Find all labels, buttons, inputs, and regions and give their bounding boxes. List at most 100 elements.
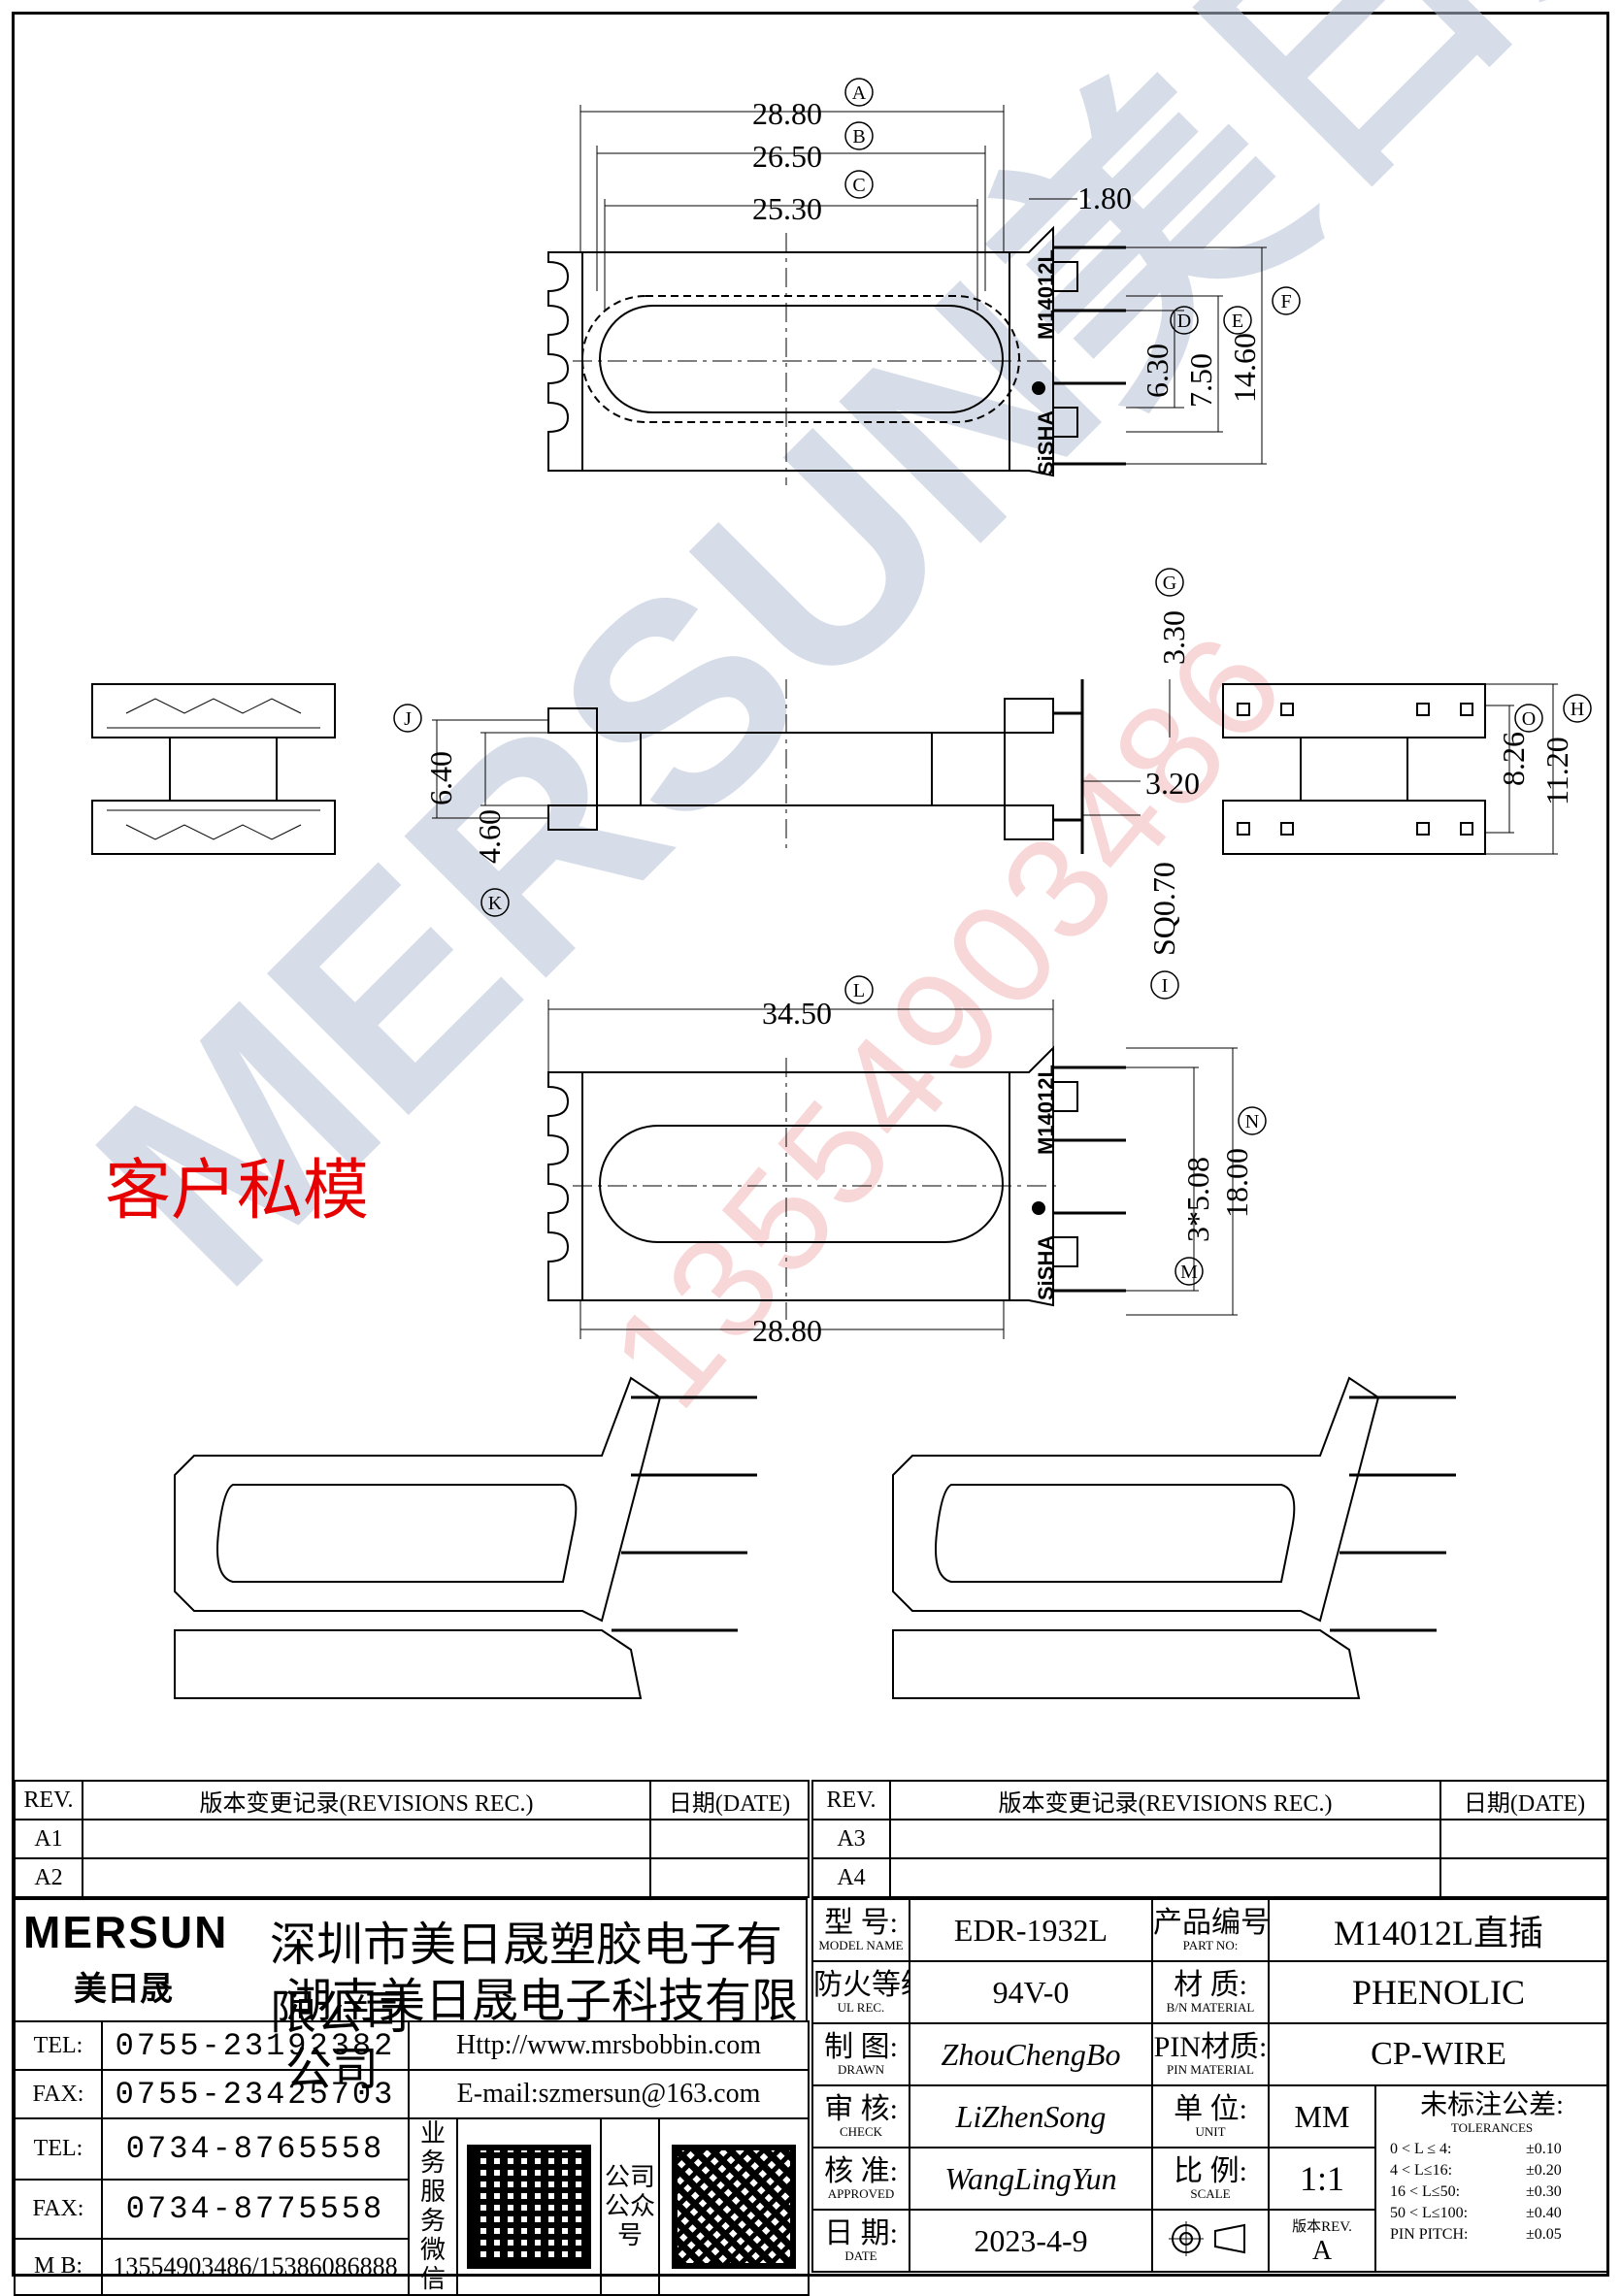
projection-symbol <box>1151 2209 1270 2273</box>
tolerance-range: 50 < L≤100: <box>1390 2205 1469 2221</box>
rev-col-header: REV. <box>14 1780 83 1820</box>
approved-label: 核 准:APPROVED <box>811 2147 910 2211</box>
mobile-label: M B: <box>14 2237 103 2296</box>
qr-code-icon <box>672 2145 796 2269</box>
dim-320: 3.20 <box>1145 766 1200 801</box>
right-end-view <box>1222 683 1558 855</box>
spec-table: 型 号:MODEL NAME EDR-1932L 产品编号:PART NO: M… <box>811 1898 1610 2273</box>
model-value: EDR-1932L <box>909 1898 1153 1962</box>
dim-b: 26.50 <box>752 139 822 174</box>
bottom-view <box>547 1000 1238 1339</box>
qr-wechat[interactable] <box>456 2117 602 2296</box>
tel2-label: TEL: <box>14 2117 103 2181</box>
material-label: 材 质:B/N MATERIAL <box>1151 1960 1270 2024</box>
drawing-frame <box>12 12 1609 2277</box>
tel2-number: 0734-8765558 <box>101 2117 410 2181</box>
dim-pin-offset: 1.80 <box>1077 180 1132 215</box>
dim-f: 14.60 <box>1227 333 1262 403</box>
fax1-number: 0755-23425703 <box>101 2069 410 2119</box>
dim-e: 7.50 <box>1183 353 1218 408</box>
label-g: G <box>1163 573 1176 594</box>
top-brand-mark: SiSHA <box>1034 410 1058 476</box>
scale-label: 比 例:SCALE <box>1151 2147 1270 2211</box>
revision-table-right: REV. 版本变更记录(REVISIONS REC.) 日期(DATE) A3 … <box>811 1780 1609 1898</box>
left-end-view <box>91 683 336 855</box>
dim-l: 34.50 <box>762 996 832 1031</box>
tolerances-sub: TOLERANCES <box>1450 2120 1534 2135</box>
drawn-value: ZhouChengBo <box>909 2022 1153 2086</box>
part-label: 产品编号:PART NO: <box>1151 1898 1270 1962</box>
label-e: E <box>1232 311 1243 332</box>
fax2-number: 0734-8775558 <box>101 2179 410 2240</box>
tolerance-value: ±0.40 <box>1526 2205 1562 2221</box>
label-k: K <box>488 893 503 914</box>
email[interactable]: E-mail:szmersun@163.com <box>407 2069 810 2119</box>
company-logo-cn: 美日晟 <box>74 1970 173 2009</box>
scale-value: 1:1 <box>1268 2147 1376 2211</box>
rev-row-a2: A2 <box>14 1857 83 1898</box>
tolerance-row: 50 < L≤100: ±0.40 <box>1390 2203 1606 2224</box>
revision-table-left: REV. 版本变更记录(REVISIONS REC.) 日期(DATE) A1 … <box>14 1780 810 1898</box>
contact-table: TEL: 0755-23192382 Http://www.mrsbobbin.… <box>14 2020 810 2296</box>
rev-record-header: 版本变更记录(REVISIONS REC.) <box>82 1780 651 1820</box>
date-label: 日 期:DATE <box>811 2209 910 2273</box>
tolerance-range: 16 < L≤50: <box>1390 2183 1461 2200</box>
company-header: MERSUN 美日晟 深圳市美日晟塑胶电子有限公司 湖南美日晟电子科技有限公司 <box>14 1898 808 2096</box>
tel1-number: 0755-23192382 <box>101 2020 410 2071</box>
drawn-label: 制 图:DRAWN <box>811 2022 910 2086</box>
tolerance-row: 4 < L≤16:±0.20 <box>1390 2160 1606 2181</box>
rev-record-header: 版本变更记录(REVISIONS REC.) <box>889 1780 1441 1820</box>
tel1-label: TEL: <box>14 2020 103 2071</box>
label-d: D <box>1177 311 1191 332</box>
part-value: M14012L直插 <box>1267 1898 1610 1962</box>
projection-icon <box>1169 2220 1245 2256</box>
approved-value: WangLingYun <box>909 2147 1153 2211</box>
revision-cell: 版本REV. A <box>1268 2209 1376 2273</box>
fax2-label: FAX: <box>14 2179 103 2240</box>
rev-row-a3: A3 <box>811 1819 891 1859</box>
rev-row-a4: A4 <box>811 1857 891 1898</box>
qr-wechat-label: 业务服务微信 <box>408 2117 458 2296</box>
label-j: J <box>404 708 412 730</box>
unit-label: 单 位:UNIT <box>1151 2084 1270 2148</box>
customer-mold-note: 客户私模 <box>105 1153 369 1230</box>
label-f: F <box>1280 291 1291 312</box>
dim-k: 4.60 <box>472 809 507 864</box>
side-view <box>432 679 1171 854</box>
unit-value: MM <box>1268 2084 1376 2148</box>
tolerance-value: ±0.30 <box>1526 2183 1562 2200</box>
dim-g: 3.30 <box>1156 610 1191 665</box>
bottom-brand-mark: SiSHA <box>1034 1235 1058 1300</box>
tolerance-row: 0 < L ≤ 4:±0.10 <box>1390 2139 1606 2160</box>
date-value: 2023-4-9 <box>909 2209 1153 2273</box>
tolerance-value: ±0.05 <box>1526 2226 1562 2243</box>
dim-1120: 11.20 <box>1539 737 1574 805</box>
check-label: 审 核:CHECK <box>811 2084 910 2148</box>
qr-official[interactable] <box>657 2117 810 2296</box>
rev-col-header: REV. <box>811 1780 891 1820</box>
pin-material-value: CP-WIRE <box>1267 2022 1610 2086</box>
tolerance-row: 16 < L≤50: ±0.30 <box>1390 2181 1606 2203</box>
dim-18: 18.00 <box>1219 1148 1254 1218</box>
fax1-label: FAX: <box>14 2069 103 2119</box>
label-c: C <box>852 175 865 196</box>
website[interactable]: Http://www.mrsbobbin.com <box>407 2020 810 2071</box>
ul-label: 防火等级:UL REC. <box>811 1960 910 2024</box>
dim-j: 6.40 <box>423 751 458 805</box>
company-logo: MERSUN <box>23 1907 229 1957</box>
label-b: B <box>852 126 865 148</box>
tolerance-value: ±0.10 <box>1526 2141 1562 2157</box>
tolerance-range: PIN PITCH: <box>1390 2226 1469 2243</box>
dim-sq: SQ0.70 <box>1146 862 1181 956</box>
dim-d: 6.30 <box>1140 344 1174 398</box>
dim-pitch: 3*5.08 <box>1180 1157 1215 1242</box>
label-h: H <box>1571 699 1584 720</box>
tolerance-range: 4 < L≤16: <box>1390 2162 1453 2179</box>
label-m: M <box>1180 1262 1198 1283</box>
revision-value: A <box>1311 2235 1333 2266</box>
label-o: O <box>1522 708 1536 730</box>
label-n: N <box>1245 1111 1259 1132</box>
rev-row-a1: A1 <box>14 1819 83 1859</box>
label-a: A <box>852 82 867 104</box>
